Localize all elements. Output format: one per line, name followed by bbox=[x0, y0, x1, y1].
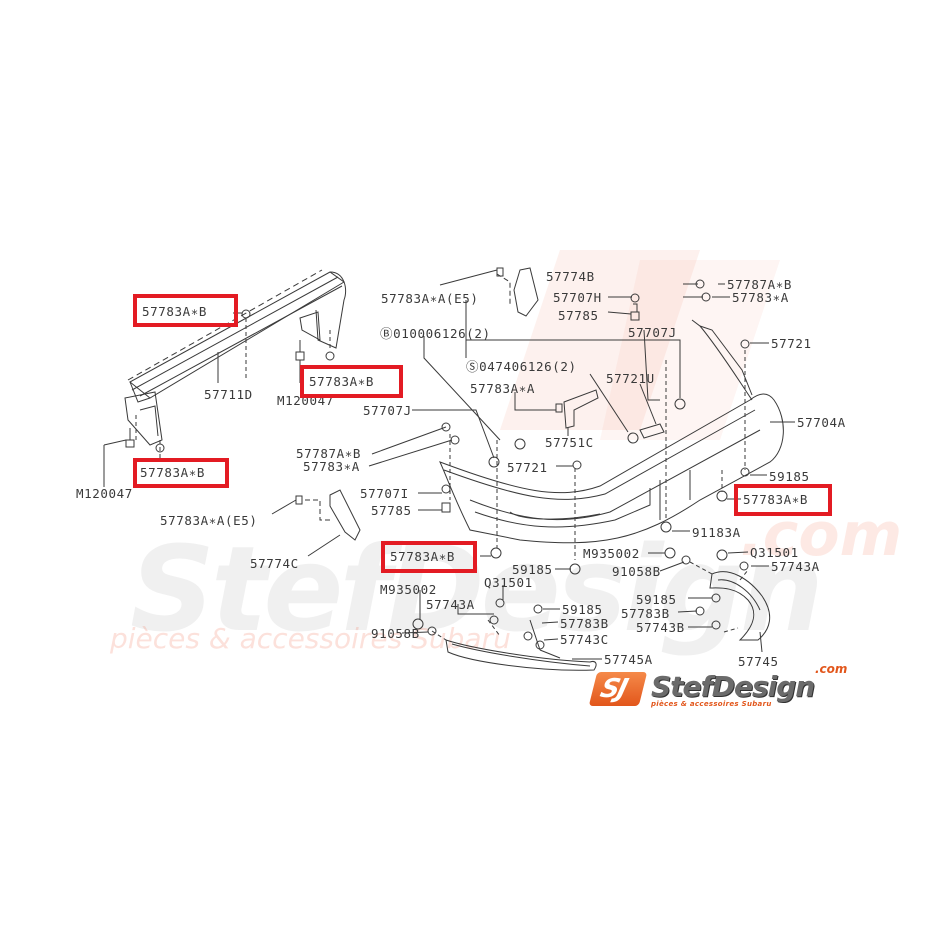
label-59185-2: 59185 bbox=[512, 562, 553, 577]
label-M935002-2: M935002 bbox=[380, 582, 437, 597]
label-57721U: 57721U bbox=[606, 371, 655, 386]
label-57751C: 57751C bbox=[545, 435, 594, 450]
label-57783A-B-1: 57783A∗B bbox=[142, 304, 208, 319]
label-57721-2: 57721 bbox=[507, 460, 548, 475]
label-57745: 57745 bbox=[738, 654, 779, 669]
bracket-57751C bbox=[514, 389, 599, 436]
label-Q31501-2: Q31501 bbox=[484, 575, 533, 590]
label-57783-A-1: 57783∗A bbox=[732, 290, 789, 305]
label-57711D: 57711D bbox=[204, 387, 253, 402]
label-B010006126: Ⓑ010006126(2) bbox=[380, 326, 491, 341]
label-91058B-2: 91058B bbox=[371, 626, 420, 641]
label-57743A-2: 57743A bbox=[426, 597, 475, 612]
highlight-box-57783A-B-3 bbox=[133, 458, 229, 488]
label-59185-1: 59185 bbox=[769, 469, 810, 484]
label-91183A: 91183A bbox=[692, 525, 741, 540]
label-M935002-1: M935002 bbox=[583, 546, 640, 561]
logo-badge: SJ bbox=[588, 672, 648, 706]
label-57785-1: 57785 bbox=[558, 308, 599, 323]
label-57783-A-2: 57783∗A bbox=[303, 459, 360, 474]
label-M120047-2: M120047 bbox=[76, 486, 133, 501]
label-57707H: 57707H bbox=[553, 290, 602, 305]
stefdesign-logo: SJ StefDesign .com pièces & accessoires … bbox=[588, 662, 853, 714]
label-57721-1: 57721 bbox=[771, 336, 812, 351]
side-bracket-57774B bbox=[439, 267, 539, 317]
logo-name: StefDesign bbox=[651, 670, 815, 703]
label-57785-2: 57785 bbox=[371, 503, 412, 518]
label-57783B-2: 57783B bbox=[560, 616, 609, 631]
label-57774B: 57774B bbox=[546, 269, 595, 284]
label-59185-4: 59185 bbox=[636, 592, 677, 607]
reflector-57745A bbox=[431, 619, 597, 671]
stay-57721U bbox=[589, 373, 665, 444]
watermark-domain: .com bbox=[740, 500, 903, 570]
bumper-cover-57704A bbox=[439, 319, 784, 560]
label-Q31501-1: Q31501 bbox=[750, 545, 799, 560]
leader-lines bbox=[368, 283, 795, 660]
highlight-box-57783A-B-5 bbox=[381, 541, 477, 573]
label-57707I: 57707I bbox=[360, 486, 409, 501]
label-57783A-A-E5-1: 57783A∗A(E5) bbox=[381, 291, 479, 306]
logo-badge-text: SJ bbox=[597, 674, 630, 704]
highlight-box-57783A-B-4 bbox=[734, 484, 832, 516]
side-bracket-57774C bbox=[271, 489, 361, 557]
label-57787A-B-2: 57787A∗B bbox=[296, 446, 362, 461]
label-57783A-B-2: 57783A∗B bbox=[309, 374, 375, 389]
label-57783A-B-3: 57783A∗B bbox=[140, 465, 206, 480]
highlight-box-57783A-B-1 bbox=[133, 294, 238, 327]
label-91058B-1: 91058B bbox=[612, 564, 661, 579]
label-57743C: 57743C bbox=[560, 632, 609, 647]
label-S047406126: Ⓢ047406126(2) bbox=[466, 359, 577, 374]
reflector-57745 bbox=[689, 561, 771, 641]
label-57704A: 57704A bbox=[797, 415, 846, 430]
logo-com: .com bbox=[815, 662, 848, 676]
label-57783A-A-E5-2: 57783A∗A(E5) bbox=[160, 513, 258, 528]
label-57783A-A: 57783A∗A bbox=[470, 381, 536, 396]
logo-tagline: pièces & accessoires Subaru bbox=[651, 700, 772, 708]
label-59185-3: 59185 bbox=[562, 602, 603, 617]
label-57783B-1: 57783B bbox=[621, 606, 670, 621]
label-57707J-1: 57707J bbox=[628, 325, 677, 340]
label-57783A-B-4: 57783A∗B bbox=[743, 492, 809, 507]
label-57774C: 57774C bbox=[250, 556, 299, 571]
label-57707J-2: 57707J bbox=[363, 403, 412, 418]
label-57743B: 57743B bbox=[636, 620, 685, 635]
highlight-box-57783A-B-2 bbox=[300, 365, 403, 398]
label-57745A: 57745A bbox=[604, 652, 653, 667]
reinforcement-beam-57711D bbox=[103, 269, 347, 487]
label-57787A-B-1: 57787A∗B bbox=[727, 277, 793, 292]
label-57743A-1: 57743A bbox=[771, 559, 820, 574]
label-57783A-B-5: 57783A∗B bbox=[390, 549, 456, 564]
